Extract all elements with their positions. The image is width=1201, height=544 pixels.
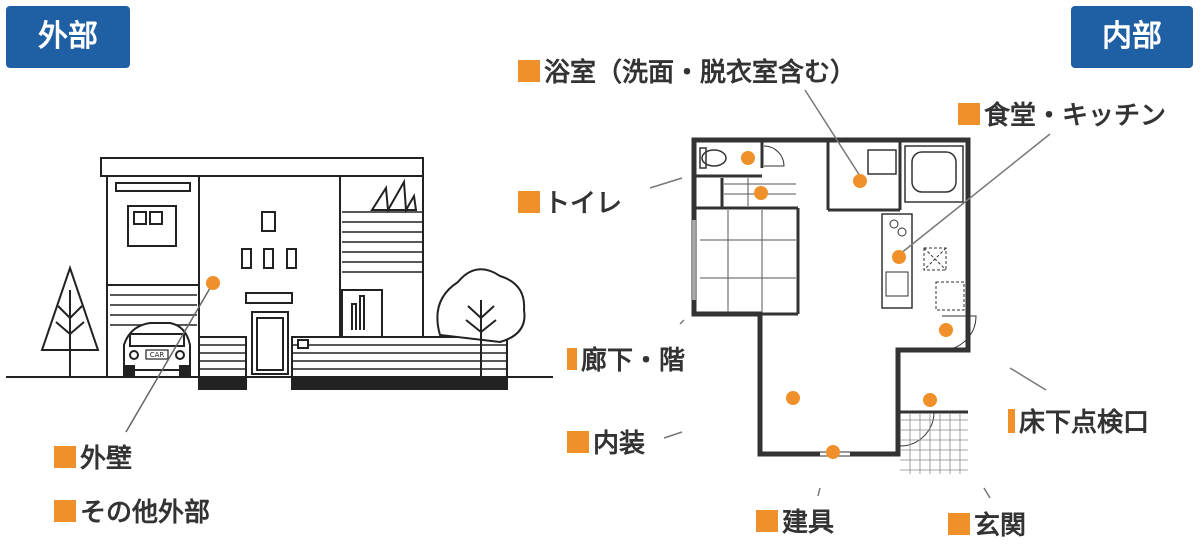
label-toilet: トイレ xyxy=(518,183,622,220)
label-underfloor: 床下点検口 xyxy=(1008,402,1149,439)
label-other-exterior: その他外部 xyxy=(54,492,210,529)
kitchen-marker xyxy=(958,102,980,125)
label-bath: 浴室（洗面・脱衣室含む） xyxy=(518,52,856,89)
label-interior-finish: 内装 xyxy=(567,423,645,460)
hallway-marker xyxy=(567,347,577,370)
leader-lines xyxy=(649,89,1051,499)
roof-slab xyxy=(100,157,424,177)
floor-plan xyxy=(691,137,977,474)
house-exterior-illustration: CAR xyxy=(6,157,553,390)
car-plate-text: CAR xyxy=(150,351,165,359)
other-exterior-marker xyxy=(54,499,76,522)
outer-walls xyxy=(691,137,971,457)
interior-finish-marker xyxy=(567,430,589,453)
outer-wall-leader xyxy=(125,282,214,433)
interior-dots xyxy=(741,151,953,459)
interior-badge: 内部 xyxy=(1071,6,1193,68)
entrance-canopy xyxy=(245,292,293,304)
label-outer-wall: 外壁 xyxy=(54,438,132,475)
toilet-marker xyxy=(518,190,540,213)
rooftop-plants xyxy=(370,178,418,214)
label-entrance: 玄関 xyxy=(948,505,1026,542)
outer-wall-marker xyxy=(54,445,76,468)
label-fixtures: 建具 xyxy=(756,502,834,539)
label-hallway: 廊下・階 xyxy=(567,340,685,377)
front-fence xyxy=(291,336,508,378)
entrance-marker xyxy=(948,512,970,535)
fixtures-marker xyxy=(756,509,778,532)
outer-wall-dot xyxy=(206,276,220,290)
label-kitchen: 食堂・キッチン xyxy=(958,95,1166,132)
underfloor-marker xyxy=(1008,408,1015,433)
exterior-badge: 外部 xyxy=(6,6,130,68)
bath-marker xyxy=(518,59,540,82)
